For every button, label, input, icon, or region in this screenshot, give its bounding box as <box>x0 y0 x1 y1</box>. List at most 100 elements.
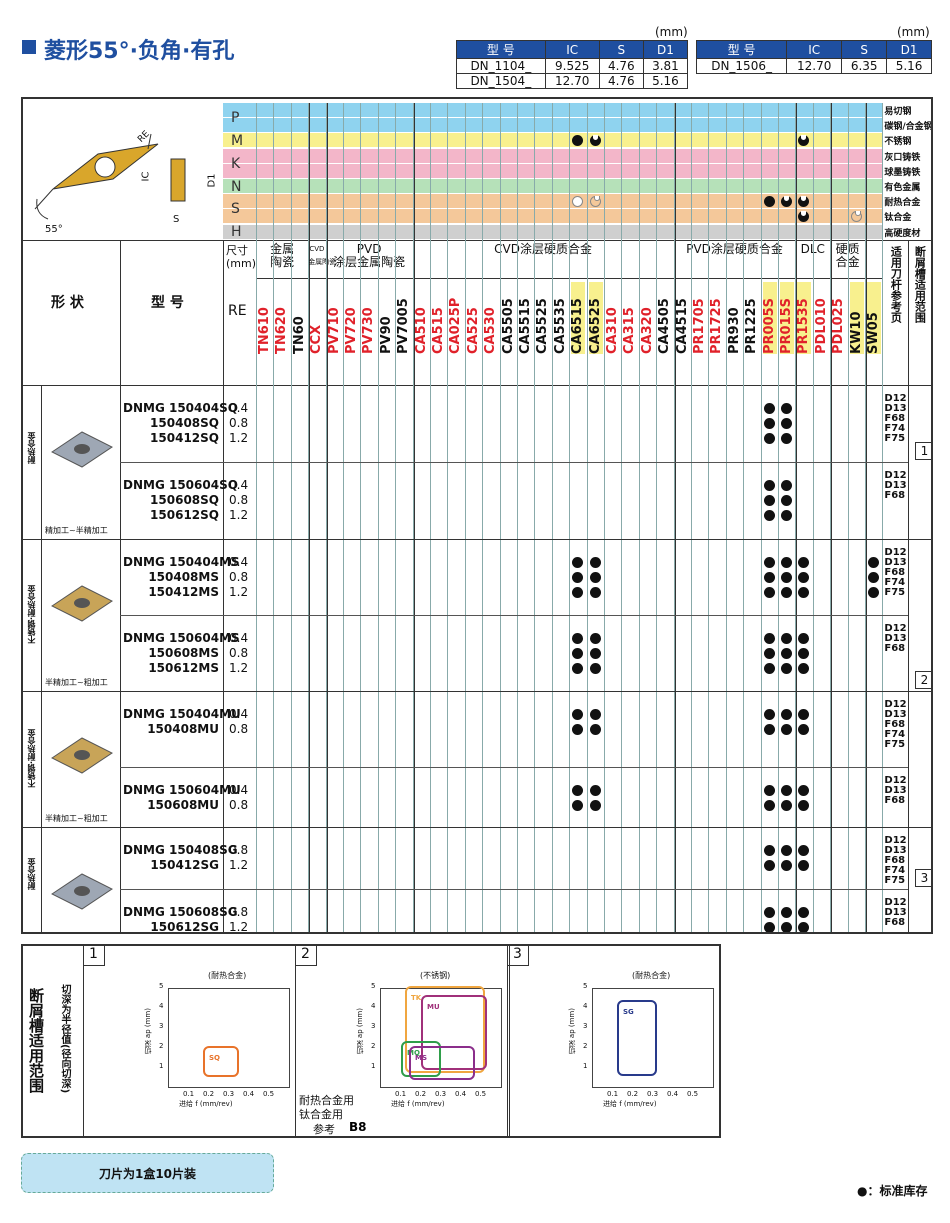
stock-dot <box>798 785 810 796</box>
stock-dot <box>589 557 601 568</box>
ref-page: F68 <box>884 413 906 424</box>
stock-dot <box>868 557 879 568</box>
grade-PR1225: PR1225 <box>744 298 760 354</box>
material-dot <box>798 211 810 223</box>
grade-CA320: CA320 <box>639 307 655 354</box>
xlabel: 进给 f (mm/rev) <box>179 1100 233 1108</box>
dim-cell: 5.16 <box>642 73 689 89</box>
range-area <box>409 1046 475 1080</box>
stock-dot <box>763 495 775 506</box>
ref-page: D12 <box>884 775 907 786</box>
ref-page: D12 <box>884 470 907 481</box>
ylabel: 切深 ap (mm) <box>144 1008 152 1055</box>
stock-dot <box>798 663 810 674</box>
model-name: 150608MU <box>147 798 219 812</box>
material-letter-K: K <box>231 155 241 172</box>
re-value: 0.4 <box>229 401 249 415</box>
ref-page: D13 <box>884 633 907 644</box>
dim-cell: 12.70 <box>786 58 843 74</box>
stock-dot <box>798 845 810 856</box>
ref-page: D12 <box>884 623 907 634</box>
grade-CA6515: CA6515 <box>570 281 586 354</box>
grade-PR015S: PR015S <box>779 281 794 354</box>
stock-dot <box>798 724 810 735</box>
range-ref-box: 1 <box>915 442 931 460</box>
stock-dot <box>781 510 792 521</box>
dim-cell: DN_1506_ <box>695 58 788 74</box>
stock-dot <box>798 557 810 568</box>
ytick: 4 <box>583 1002 588 1010</box>
stock-dot <box>781 907 792 918</box>
ref-page: F68 <box>884 917 906 928</box>
range-area <box>617 1000 657 1076</box>
dim-header: 型 号 <box>695 40 788 59</box>
material-label: 易切钢 <box>884 107 912 117</box>
material-letter-M: M <box>231 133 244 149</box>
model-name: DNMG 150408SG <box>123 843 238 857</box>
grade-TN610: TN610 <box>257 306 272 354</box>
re-value: 1.2 <box>229 508 249 522</box>
stock-dot <box>798 633 810 644</box>
stock-dot <box>798 922 810 932</box>
re-value: 0.8 <box>229 646 249 660</box>
grade-TN620: TN620 <box>274 306 290 354</box>
range-panel-number: 1 <box>83 946 105 966</box>
re-value: 1.2 <box>229 585 249 599</box>
grade-SW05: SW05 <box>866 281 881 354</box>
dim-header: S <box>598 40 644 59</box>
stock-dot <box>798 572 810 583</box>
ref-page: F68 <box>884 855 906 866</box>
xtick: 0.4 <box>667 1090 679 1098</box>
ytick: 5 <box>159 982 164 990</box>
stock-dot <box>572 724 584 735</box>
stock-dot <box>763 785 775 796</box>
stock-dot <box>781 663 792 674</box>
material-dot <box>781 196 792 208</box>
dim-cell: DN_1104_ <box>456 58 546 74</box>
ref-page: F75 <box>884 587 906 598</box>
model-name: DNMG 150404MS <box>123 555 240 569</box>
shape-category: 耐热合金 <box>27 858 36 890</box>
material-label: 有色金属 <box>884 183 921 193</box>
model-name: 150608SQ <box>150 493 219 507</box>
note-ref-label: 参考 <box>313 1123 335 1136</box>
ytick: 4 <box>371 1002 376 1010</box>
note-line2: 钛合金用 <box>299 1108 343 1121</box>
dim-cell: DN_1504_ <box>456 73 546 89</box>
stock-dot <box>763 800 775 811</box>
stock-dot <box>781 724 792 735</box>
material-dot <box>572 196 584 208</box>
stock-dot <box>781 480 792 491</box>
material-dot <box>589 135 601 147</box>
xtick: 0.5 <box>263 1090 275 1098</box>
ytick: 2 <box>371 1042 376 1050</box>
range-label: MS <box>415 1054 428 1062</box>
re-value: 0.4 <box>229 555 249 569</box>
grade-CA5505: CA5505 <box>500 298 516 354</box>
xtick: 0.3 <box>223 1090 235 1098</box>
ref-page: F75 <box>884 433 906 444</box>
stock-dot <box>781 557 792 568</box>
ref-page: F68 <box>884 643 906 654</box>
re-value: 0.4 <box>229 478 249 492</box>
unit-label-right: (mm) <box>897 25 930 39</box>
material-dot <box>798 135 810 147</box>
stock-dot <box>589 709 601 720</box>
material-dot <box>763 196 775 208</box>
model-name: 150612SQ <box>150 508 219 522</box>
xtick: 0.1 <box>183 1090 195 1098</box>
grade-PR1705: PR1705 <box>692 298 707 354</box>
range-area <box>421 995 487 1070</box>
stock-dot <box>572 709 584 720</box>
grade-PV90: PV90 <box>378 316 394 354</box>
stock-dot <box>763 480 775 491</box>
cutting-type: 精加工~半精加工 <box>45 526 108 535</box>
stock-dot <box>763 907 775 918</box>
range-label: SG <box>623 1008 634 1016</box>
range-label: TK <box>411 994 422 1002</box>
re-header: RE <box>228 302 247 319</box>
model-name: DNMG 150404SQ <box>123 401 238 415</box>
re-value: 0.8 <box>229 905 249 919</box>
note-line1: 耐热合金用 <box>299 1094 354 1107</box>
